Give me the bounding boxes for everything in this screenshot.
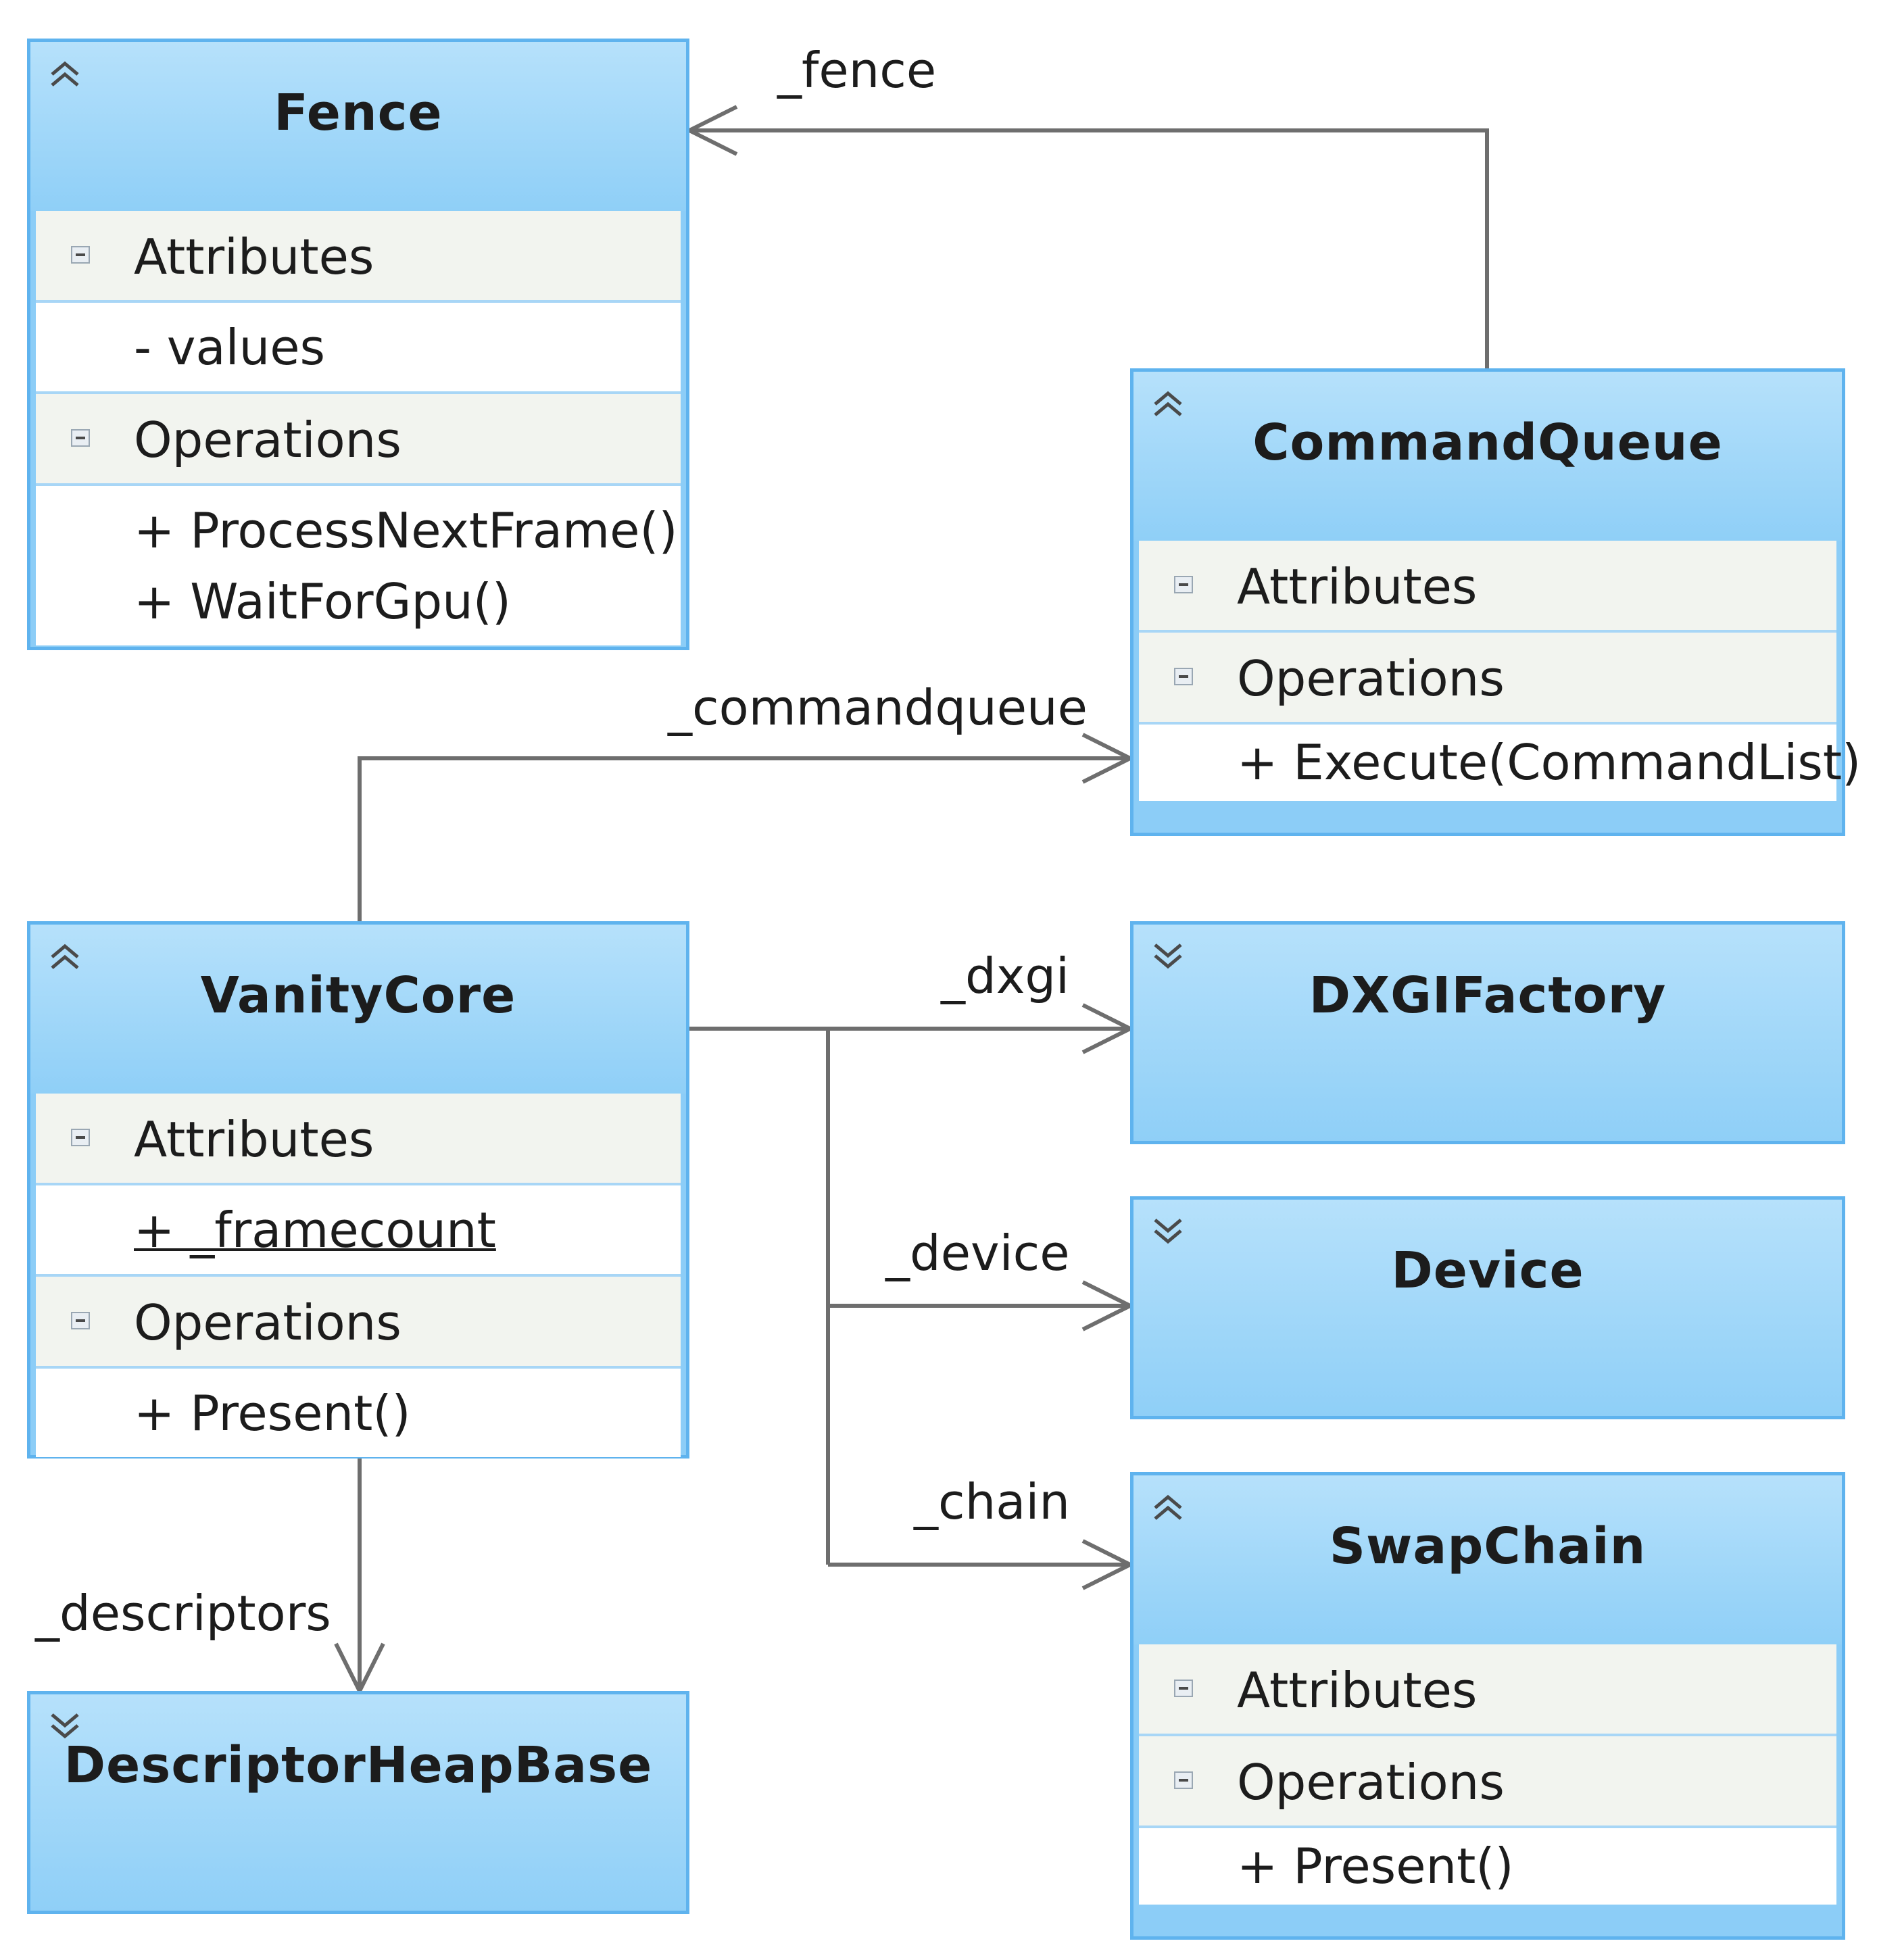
- collapse-section-icon[interactable]: [71, 1129, 90, 1146]
- attributes-list: + _framecount: [36, 1185, 681, 1277]
- collapse-section-icon[interactable]: [71, 429, 90, 447]
- edge-fence-arrowhead: [685, 105, 738, 156]
- edge-commandqueue: [358, 756, 1130, 921]
- class-name: DXGIFactory: [1309, 966, 1667, 1025]
- operation-item[interactable]: + WaitForGpu(): [134, 573, 511, 630]
- chevron-double-up-icon[interactable]: [1148, 1488, 1188, 1527]
- label-fence: _fence: [777, 42, 937, 99]
- class-header: SwapChain: [1133, 1475, 1842, 1644]
- class-header: Device: [1133, 1200, 1842, 1416]
- operations-list: + ProcessNextFrame() + WaitForGpu(): [36, 486, 681, 645]
- class-name: SwapChain: [1329, 1517, 1647, 1575]
- operations-section-header[interactable]: Operations: [1139, 633, 1836, 725]
- class-device[interactable]: Device: [1130, 1196, 1845, 1419]
- section-title: Attributes: [134, 228, 374, 285]
- attribute-item[interactable]: - values: [134, 319, 326, 376]
- label-chain: _chain: [914, 1473, 1070, 1530]
- class-swapchain[interactable]: SwapChain Attributes Operations + Presen…: [1130, 1472, 1845, 1940]
- operations-section-header[interactable]: Operations: [1139, 1736, 1836, 1828]
- label-dxgi: _dxgi: [941, 948, 1070, 1004]
- attributes-section-header[interactable]: Attributes: [1139, 1644, 1836, 1736]
- class-dxgifactory[interactable]: DXGIFactory: [1130, 921, 1845, 1144]
- section-title: Attributes: [134, 1111, 374, 1168]
- class-name: DescriptorHeapBase: [64, 1736, 653, 1794]
- operation-item[interactable]: + Execute(CommandList): [1237, 734, 1861, 791]
- attributes-list: - values: [36, 303, 681, 394]
- attributes-section-header[interactable]: Attributes: [36, 211, 681, 303]
- class-fence[interactable]: Fence Attributes - values Operations + P…: [27, 39, 689, 650]
- class-name: Device: [1391, 1242, 1584, 1300]
- operation-item[interactable]: + Present(): [134, 1385, 411, 1442]
- class-name: CommandQueue: [1252, 414, 1723, 472]
- label-device: _device: [885, 1225, 1070, 1281]
- operations-list: + Present(): [36, 1369, 681, 1457]
- operations-list: + Present(): [1139, 1828, 1836, 1905]
- chevron-double-up-icon[interactable]: [45, 937, 84, 976]
- operation-item[interactable]: + ProcessNextFrame(): [134, 502, 678, 559]
- edge-fence: [689, 128, 1489, 368]
- collapse-section-icon[interactable]: [71, 246, 90, 264]
- static-attribute-item[interactable]: + _framecount: [134, 1202, 496, 1258]
- chevron-double-up-icon[interactable]: [45, 54, 84, 93]
- collapse-section-icon[interactable]: [71, 1312, 90, 1329]
- label-commandqueue: _commandqueue: [668, 679, 1088, 736]
- class-vanitycore[interactable]: VanityCore Attributes + _framecount Oper…: [27, 921, 689, 1459]
- class-name: Fence: [274, 84, 443, 142]
- class-commandqueue[interactable]: CommandQueue Attributes Operations + Exe…: [1130, 368, 1861, 836]
- collapse-section-icon[interactable]: [1174, 1771, 1193, 1789]
- section-title: Attributes: [1237, 1662, 1478, 1719]
- section-title: Attributes: [1237, 558, 1478, 615]
- class-descriptorheapbase[interactable]: DescriptorHeapBase: [27, 1691, 689, 1914]
- class-header: CommandQueue: [1133, 372, 1842, 541]
- class-name: VanityCore: [200, 966, 516, 1025]
- collapse-section-icon[interactable]: [1174, 668, 1193, 685]
- class-header: Fence: [30, 42, 686, 211]
- chevron-double-down-icon[interactable]: [1148, 937, 1188, 976]
- chevron-double-up-icon[interactable]: [1148, 384, 1188, 423]
- label-descriptors: _descriptors: [35, 1585, 331, 1642]
- section-title: Operations: [134, 412, 401, 468]
- section-title: Operations: [1237, 1754, 1505, 1811]
- section-title: Operations: [134, 1294, 401, 1351]
- operations-list: + Execute(CommandList): [1139, 725, 1861, 801]
- operation-item[interactable]: + Present(): [1237, 1838, 1514, 1894]
- chevron-double-down-icon[interactable]: [1148, 1212, 1188, 1251]
- operations-section-header[interactable]: Operations: [36, 1277, 681, 1369]
- operations-section-header[interactable]: Operations: [36, 394, 681, 486]
- attributes-section-header[interactable]: Attributes: [36, 1094, 681, 1185]
- class-header: VanityCore: [30, 925, 686, 1094]
- attributes-section-header[interactable]: Attributes: [1139, 541, 1836, 633]
- collapse-section-icon[interactable]: [1174, 1680, 1193, 1697]
- collapse-section-icon[interactable]: [1174, 576, 1193, 593]
- section-title: Operations: [1237, 650, 1505, 707]
- class-header: DescriptorHeapBase: [30, 1694, 686, 1911]
- chevron-double-down-icon[interactable]: [45, 1707, 84, 1746]
- class-header: DXGIFactory: [1133, 925, 1842, 1141]
